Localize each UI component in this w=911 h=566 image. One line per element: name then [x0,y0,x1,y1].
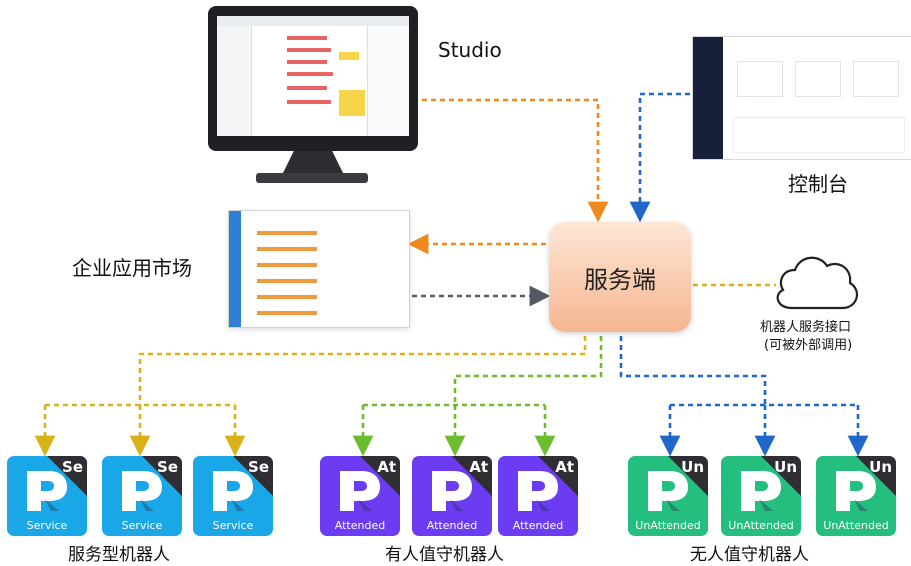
service-robot-2: Se Service [102,456,182,536]
studio-to-server-line [422,98,609,223]
server-to-unattended-line [619,336,767,405]
robot-logo-icon [518,471,558,511]
cloud-icon [776,256,859,310]
robot-logo-icon [340,471,380,511]
attended-group-label: 有人值守机器人 [385,545,504,565]
api-label-line2: (可被外部调用) [764,338,853,353]
robot-logo-icon [741,471,781,511]
service-robot-1: Se Service [7,456,87,536]
service-group-label: 服务型机器人 [68,545,170,565]
robot-logo-icon [836,471,876,511]
server-to-attended-line [453,336,603,405]
unattended-robot-3: Un UnAttended [816,456,896,536]
robot-logo-icon [213,471,253,511]
robot-logo-icon [432,471,472,511]
console-screenshot [692,36,911,160]
robot-logo-icon [122,471,162,511]
unattended-group-label: 无人值守机器人 [690,545,809,565]
unattended-robot-2: Un UnAttended [721,456,801,536]
attended-robot-3: At Attended [498,456,578,536]
robot-logo-icon [27,471,67,511]
service-robot-3: Se Service [193,456,273,536]
monitor-stand [283,151,343,173]
market-screenshot [228,210,410,328]
market-label: 企业应用市场 [72,256,192,280]
studio-screen [217,16,409,136]
attended-robot-2: At Attended [412,456,492,536]
monitor-base [256,173,368,183]
studio-monitor [208,6,418,151]
server-label: 服务端 [584,265,656,294]
server-node: 服务端 [549,222,691,332]
server-to-service-line [138,336,587,405]
unattended-robot-1: Un UnAttended [628,456,708,536]
console-to-server-line [629,92,690,223]
studio-label: Studio [438,38,502,62]
console-label: 控制台 [788,172,848,196]
robot-logo-icon [648,471,688,511]
attended-robot-1: At Attended [320,456,400,536]
api-label-line1: 机器人服务接口 [760,320,852,335]
